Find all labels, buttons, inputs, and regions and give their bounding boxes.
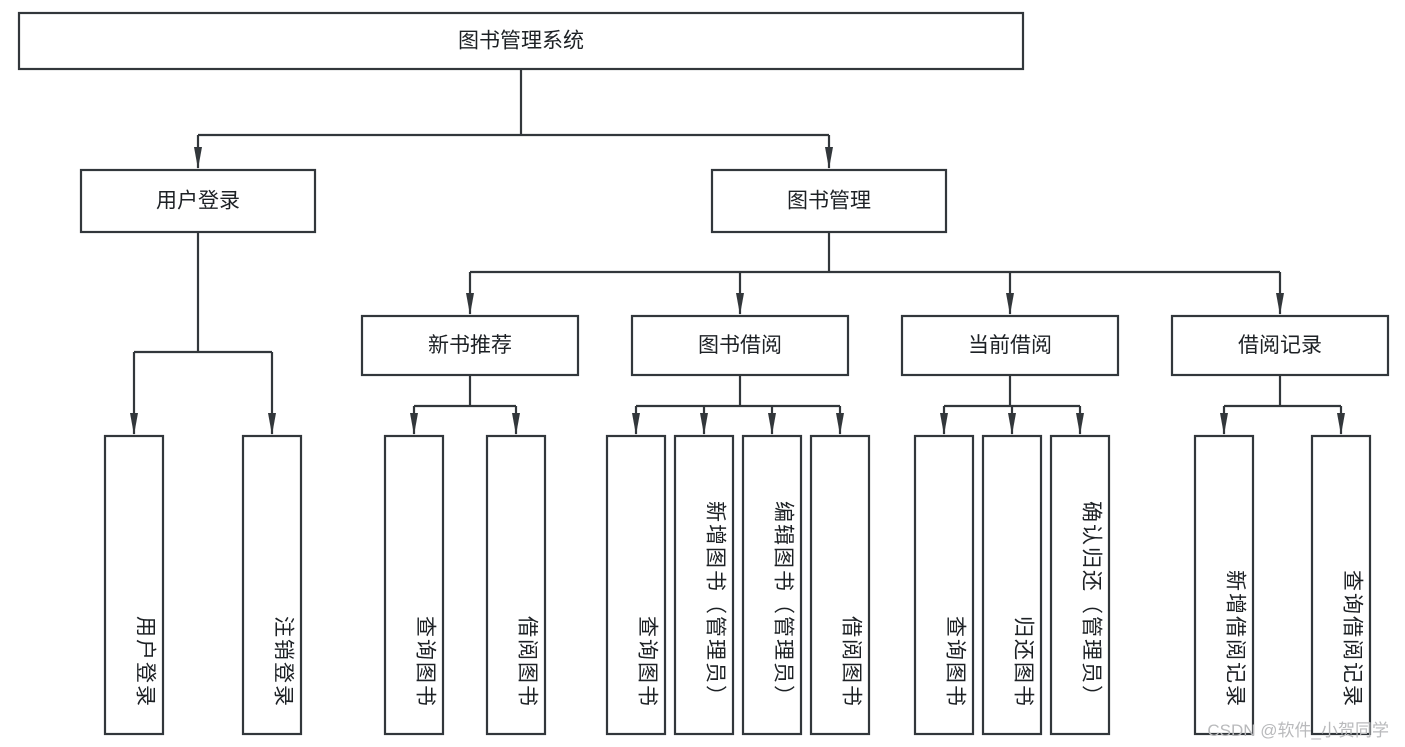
node-label: 借阅记录 (1238, 334, 1322, 357)
node-label: 当前借阅 (968, 334, 1052, 357)
node-label: 查询图书 (413, 616, 436, 708)
root-node-book-management-system[interactable]: 图书管理系统 (17, 11, 1025, 71)
level3-node-1[interactable]: 新书推荐 (360, 314, 580, 377)
node-label: 编辑图书（管理员） (771, 501, 794, 708)
level3-node-3[interactable]: 当前借阅 (900, 314, 1120, 377)
leaf-node-2[interactable]: 注销登录 (241, 434, 303, 736)
node-label: 查询图书 (943, 616, 966, 708)
leaf-node-1[interactable]: 用户登录 (103, 434, 165, 736)
node-label: 用户登录 (133, 616, 156, 708)
node-label: 新书推荐 (428, 334, 512, 357)
node-label: 新增图书（管理员） (703, 501, 726, 708)
node-label: 新增借阅记录 (1223, 570, 1246, 708)
level2-node-2[interactable]: 图书管理 (710, 168, 948, 234)
node-label: 归还图书 (1011, 616, 1034, 708)
node-label: 借阅图书 (515, 616, 538, 708)
node-label: 查询借阅记录 (1340, 570, 1363, 708)
leaf-node-4[interactable]: 借阅图书 (485, 434, 547, 736)
node-label: 图书管理系统 (458, 30, 584, 53)
node-label: 图书管理 (787, 190, 871, 213)
node-label: 注销登录 (271, 616, 294, 708)
level2-node-1[interactable]: 用户登录 (79, 168, 317, 234)
leaf-node-3[interactable]: 查询图书 (383, 434, 445, 736)
connector-lines (130, 69, 1345, 435)
leaf-node-13[interactable]: 查询借阅记录 (1310, 434, 1372, 736)
node-label: 查询图书 (635, 616, 658, 708)
node-boxes: 图书管理系统用户登录图书管理新书推荐图书借阅当前借阅借阅记录用户登录注销登录查询… (17, 11, 1390, 736)
leaf-node-5[interactable]: 查询图书 (605, 434, 667, 736)
leaf-node-8[interactable]: 借阅图书 (809, 434, 871, 736)
leaf-node-12[interactable]: 新增借阅记录 (1193, 434, 1255, 736)
node-label: 图书借阅 (698, 334, 782, 357)
level3-node-2[interactable]: 图书借阅 (630, 314, 850, 377)
node-label: 用户登录 (156, 190, 240, 213)
leaf-node-10[interactable]: 归还图书 (981, 434, 1043, 736)
leaf-node-9[interactable]: 查询图书 (913, 434, 975, 736)
leaf-node-11[interactable]: 确认归还（管理员） (1049, 434, 1111, 736)
level3-node-4[interactable]: 借阅记录 (1170, 314, 1390, 377)
node-label: 确认归还（管理员） (1079, 501, 1102, 708)
leaf-node-7[interactable]: 编辑图书（管理员） (741, 434, 803, 736)
leaf-node-6[interactable]: 新增图书（管理员） (673, 434, 735, 736)
node-label: 借阅图书 (839, 616, 862, 708)
